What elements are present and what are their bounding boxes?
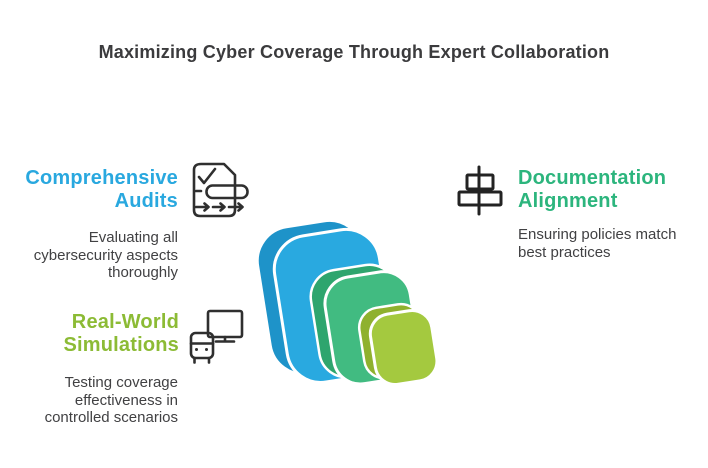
description-line: controlled scenarios <box>44 409 178 426</box>
checklist-document-icon <box>192 160 250 223</box>
heading-comprehensive-audits: Comprehensive Audits <box>16 167 178 213</box>
heading-line: Real-World <box>71 311 179 333</box>
heading-line: Audits <box>114 190 178 212</box>
description-line: Evaluating all <box>88 229 178 246</box>
description-line: Testing coverage <box>64 374 178 391</box>
heading-real-world-simulations: Real-World Simulations <box>16 311 179 357</box>
computer-monitor-icon <box>188 303 252 372</box>
heading-line: Alignment <box>518 190 618 212</box>
heading-line: Comprehensive <box>25 167 178 189</box>
description-line: cybersecurity aspects <box>33 246 178 264</box>
stacked-rounded-cubes-graphic <box>252 194 448 395</box>
heading-line: Simulations <box>63 334 179 356</box>
description-line: Ensuring policies match <box>518 226 677 243</box>
description-line: thoroughly <box>107 264 178 281</box>
description-line: best practices <box>518 243 611 261</box>
heading-line: Documentation <box>518 167 667 189</box>
description-line: effectiveness in <box>74 391 178 409</box>
description-documentation-alignment: Ensuring policies match best practices <box>518 226 698 261</box>
align-center-icon <box>455 163 505 222</box>
description-comprehensive-audits: Evaluating all cybersecurity aspects tho… <box>16 229 178 282</box>
page-title: Maximizing Cyber Coverage Through Expert… <box>98 42 610 62</box>
heading-documentation-alignment: Documentation Alignment <box>518 167 698 213</box>
description-real-world-simulations: Testing coverage effectiveness in contro… <box>16 374 178 427</box>
